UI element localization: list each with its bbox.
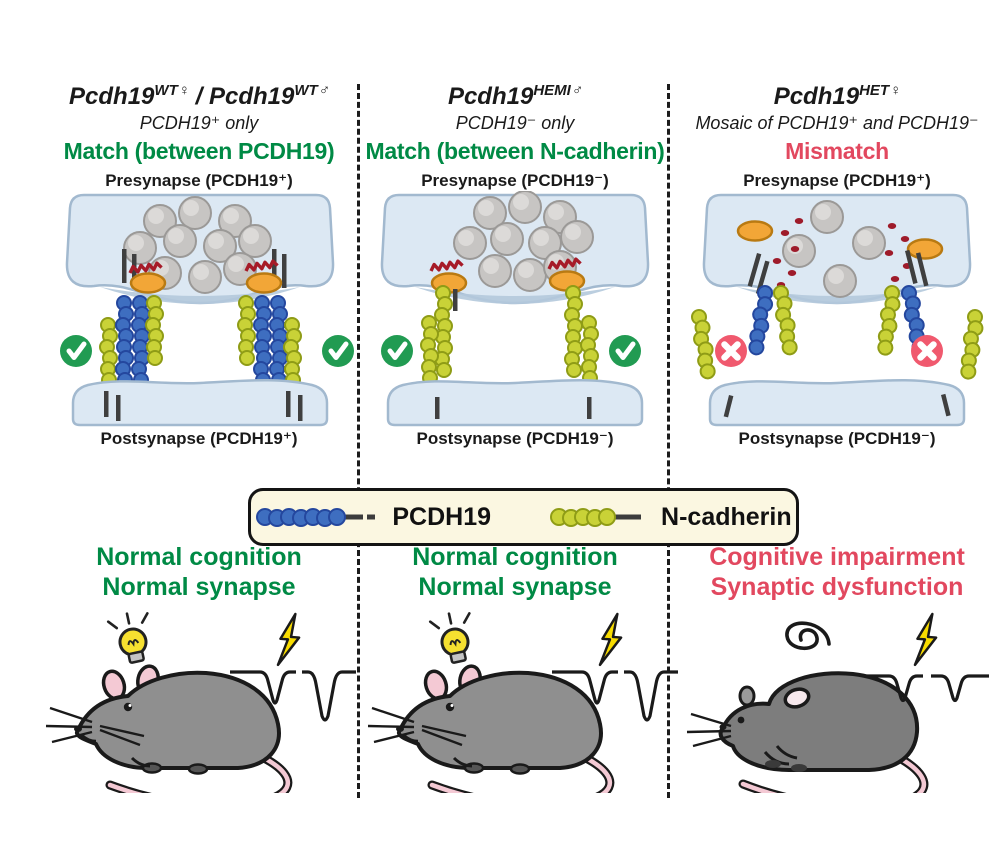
- lightbulb-idea-icon: [427, 608, 481, 668]
- match-status-label: Match (between PCDH19): [63, 138, 335, 164]
- active-zone: [736, 220, 774, 242]
- n-cadherin-chain: [957, 307, 986, 381]
- check-circle-icon: [609, 335, 641, 367]
- n-cadherin-chain: [283, 317, 302, 388]
- outcome-line-synapse: Normal synapse: [418, 572, 612, 601]
- outcome-line-synapse: Synaptic dysfunction: [710, 572, 964, 601]
- presynaptic-scaffold-bar: [453, 289, 458, 311]
- genotype-superscript: WT♂: [294, 82, 329, 99]
- postsynaptic-terminal: [386, 378, 644, 427]
- postsynaptic-scaffold-bar: [587, 397, 592, 419]
- postsynapse-label: Postsynapse (PCDH19⁻): [738, 429, 936, 448]
- mouse-illustration: [368, 664, 610, 793]
- outcome-line-cognition: Normal cognition: [96, 543, 302, 571]
- lightbulb-idea-icon: [105, 608, 159, 668]
- postsynapse-label: Postsynapse (PCDH19⁻): [416, 429, 614, 448]
- synapse-diagram: [689, 193, 986, 427]
- expression-subtitle: Mosaic of PCDH19⁺ and PCDH19⁻: [695, 113, 979, 133]
- divider-dashed-line: [667, 84, 670, 798]
- outcome-line-cognition: Cognitive impairment: [709, 543, 965, 571]
- synapse-diagram: [362, 191, 650, 427]
- presynapse-label: Presynapse (PCDH19⁺): [743, 171, 931, 190]
- presynapse-label: Presynapse (PCDH19⁺): [105, 171, 293, 190]
- dizzy-spiral-icon: [785, 621, 831, 651]
- genotype-base: Pcdh19: [773, 83, 860, 110]
- n-cadherin-chain: [564, 285, 583, 378]
- outcome-scene: [677, 612, 991, 793]
- genotype-separator: /: [188, 83, 209, 110]
- column-heterozygous: Pcdh19HET♀ Mosaic of PCDH19⁺ and PCDH19⁻…: [670, 82, 1004, 793]
- match-status-label: Mismatch: [785, 138, 889, 164]
- postsynaptic-terminal: [708, 378, 966, 427]
- expression-subtitle: PCDH19⁻ only: [455, 113, 575, 133]
- active-zone: [245, 272, 283, 294]
- column-wildtype: Pcdh19WT♀ / Pcdh19WT♂ PCDH19⁺ only Match…: [40, 82, 358, 793]
- pcdh19-chain: [131, 295, 150, 388]
- n-cadherin-chain: [237, 295, 256, 366]
- lightning-bolt-icon: [913, 612, 938, 667]
- pcdh19-chain: [115, 295, 134, 388]
- genotype-superscript: HET♀: [859, 82, 901, 99]
- legend-label: PCDH19: [392, 502, 492, 531]
- pcdh19-chain: [269, 295, 288, 388]
- divider-dashed-line: [357, 84, 360, 798]
- blue-bead-chain-icon: [256, 508, 376, 527]
- postsynapse-label: Postsynapse (PCDH19⁺): [100, 429, 298, 448]
- genotype-title: Pcdh19WT♀ / Pcdh19WT♂: [40, 82, 358, 111]
- genotype-base: Pcdh19: [209, 83, 295, 110]
- pcdh19-chain: [253, 295, 272, 388]
- column-hemizygous: Pcdh19HEMI♂ PCDH19⁻ only Match (between …: [362, 82, 680, 793]
- active-zone: [129, 272, 167, 294]
- presynapse-label: Presynapse (PCDH19⁻): [421, 171, 609, 190]
- pcdh19-chain: [745, 283, 777, 357]
- outcome-line-synapse: Normal synapse: [102, 572, 296, 601]
- legend-box: PCDH19 N-cadherin: [248, 488, 799, 546]
- check-circle-icon: [381, 335, 413, 367]
- genotype-base: Pcdh19: [447, 83, 534, 110]
- cross-circle-icon: [715, 335, 747, 367]
- legend-item-ncadherin: N-cadherin: [549, 503, 792, 532]
- cross-circle-icon: [911, 335, 943, 367]
- mouse-illustration: [687, 673, 924, 793]
- check-circle-icon: [322, 335, 354, 367]
- legend-item-pcdh19: PCDH19: [255, 503, 491, 532]
- outcome-text: Normal cognition Normal synapse: [362, 543, 668, 602]
- expression-subtitle: PCDH19⁺ only: [139, 113, 259, 133]
- n-cadherin-chain: [145, 295, 164, 366]
- mouse-illustration: [46, 664, 288, 793]
- n-cadherin-chain: [420, 315, 439, 386]
- outcome-text: Normal cognition Normal synapse: [40, 543, 358, 602]
- genotype-title: Pcdh19HET♀: [670, 82, 1004, 111]
- genotype-title: Pcdh19HEMI♂: [362, 82, 668, 111]
- postsynaptic-scaffold-bar: [435, 397, 440, 419]
- synapse-diagram: [40, 193, 360, 427]
- n-cadherin-chain: [99, 317, 118, 388]
- outcome-text: Cognitive impairment Synaptic dysfunctio…: [670, 543, 1004, 602]
- n-cadherin-chain: [580, 315, 599, 386]
- genotype-superscript: HEMI♂: [533, 82, 583, 99]
- genotype-superscript: WT♀: [154, 82, 189, 99]
- active-zone: [906, 238, 944, 260]
- n-cadherin-chain: [689, 307, 718, 381]
- yellow-bead-chain-icon: [550, 508, 642, 527]
- lightning-bolt-icon: [276, 612, 301, 667]
- outcome-line-cognition: Normal cognition: [412, 543, 618, 571]
- lightning-bolt-icon: [598, 612, 623, 667]
- match-status-label: Match (between N-cadherin): [365, 138, 665, 164]
- check-circle-icon: [60, 335, 92, 367]
- outcome-scene: [40, 608, 358, 793]
- genotype-base: Pcdh19: [69, 83, 155, 110]
- legend-label: N-cadherin: [661, 502, 792, 531]
- adhesion-molecule-chains: [99, 295, 302, 388]
- outcome-scene: [362, 608, 680, 793]
